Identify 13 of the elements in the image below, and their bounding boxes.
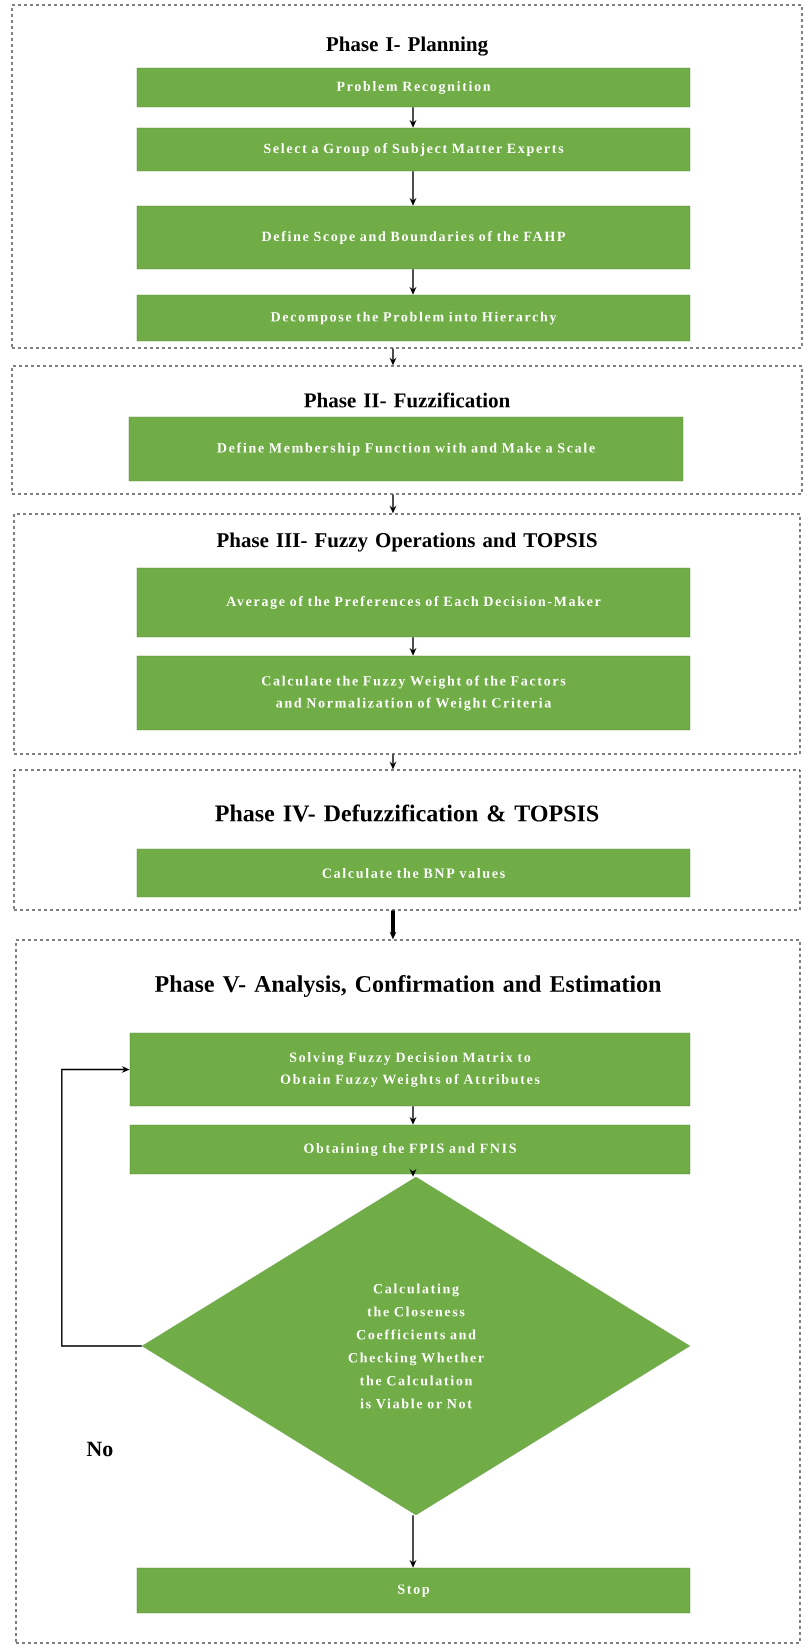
process-box: Select a Group of Subject Matter Experts	[136, 127, 691, 172]
process-box: Average of the Preferences of Each Decision-Maker	[136, 567, 691, 638]
edge-label: No	[86, 1441, 113, 1457]
process-box: Decompose the Problem into Hierarchy	[136, 294, 691, 342]
process-box: Stop	[136, 1567, 691, 1614]
process-box: Solving Fuzzy Decision Matrix to Obtain Fuzzy Weights of Attributes	[129, 1032, 691, 1107]
process-box: Define Membership Function with and Make a Scale	[128, 416, 684, 482]
process-box: Define Scope and Boundaries of the FAHP	[136, 205, 691, 270]
process-box: Problem Recognition	[136, 67, 691, 108]
process-box: Calculate the Fuzzy Weight of the Factors and Normalization of Weight Criteria	[136, 655, 691, 731]
process-box: Calculate the BNP values	[136, 848, 691, 898]
process-box: Obtaining the FPIS and FNIS	[129, 1124, 691, 1175]
arrow	[61, 1065, 143, 1347]
